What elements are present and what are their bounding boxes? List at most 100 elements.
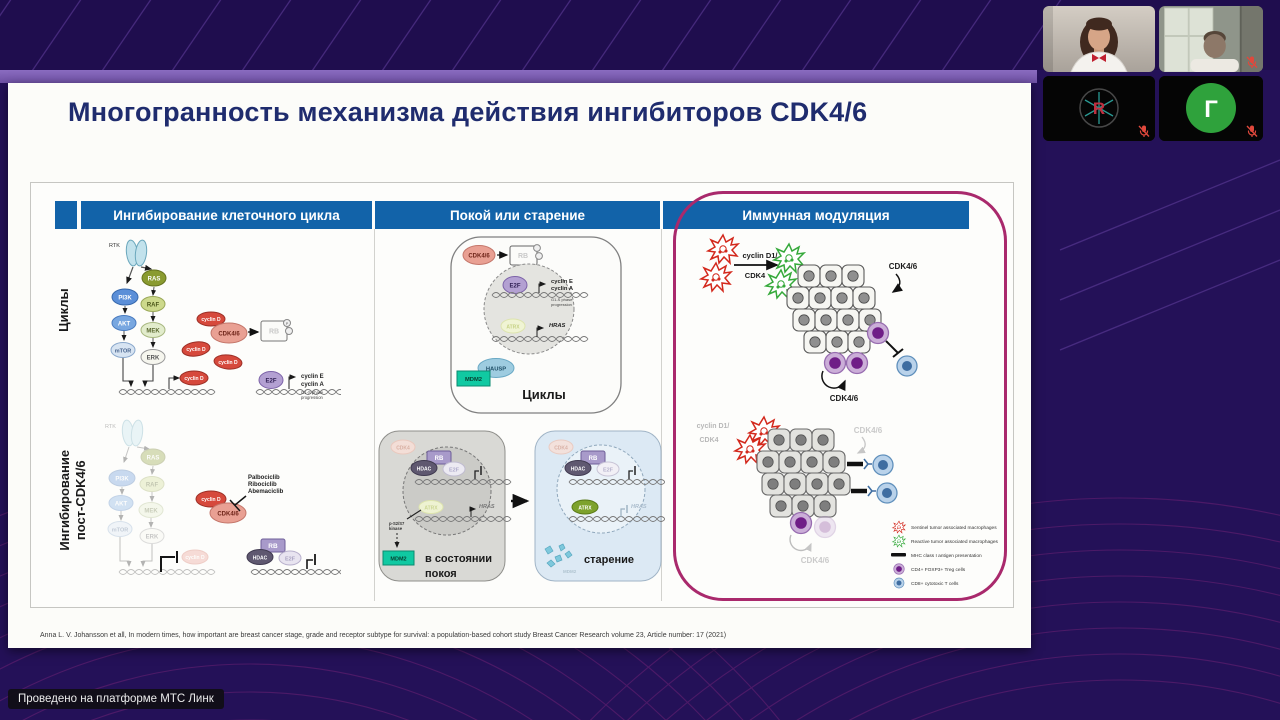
participant-tile-2[interactable] bbox=[1159, 6, 1263, 72]
rb-hdac-e2f-complex: RB HDAC E2F bbox=[246, 538, 302, 566]
cdk46-label-bottom: CDK4/6 bbox=[830, 394, 859, 403]
svg-text:AKT: AKT bbox=[118, 322, 131, 328]
svg-text:RTK: RTK bbox=[105, 424, 116, 430]
mdm2-fragments bbox=[544, 543, 573, 568]
cycles-cell-label: Циклы bbox=[522, 387, 566, 402]
svg-text:CDK4: CDK4 bbox=[554, 446, 568, 452]
svg-text:ERK: ERK bbox=[146, 535, 159, 541]
rtk-label: RTK bbox=[109, 243, 120, 249]
svg-text:HDAC: HDAC bbox=[417, 467, 432, 473]
svg-text:CDK4/6: CDK4/6 bbox=[854, 426, 883, 435]
svg-text:cyclin D: cyclin D bbox=[186, 347, 206, 353]
svg-text:CDK4/6: CDK4/6 bbox=[218, 332, 240, 338]
faded-pathway: RTK PI3K AKT mTOR RAS bbox=[105, 419, 166, 567]
svg-text:cyclin E: cyclin E bbox=[551, 279, 573, 285]
svg-text:CDK4: CDK4 bbox=[396, 446, 410, 452]
column-header-cell-cycle: Ингибирование клеточного цикла bbox=[81, 201, 372, 229]
svg-text:cyclin D: cyclin D bbox=[185, 555, 205, 561]
svg-text:HRAS: HRAS bbox=[549, 323, 566, 329]
participant-tile-4[interactable]: Г bbox=[1159, 76, 1263, 141]
senescence-label: старение bbox=[584, 554, 634, 566]
svg-text:CD8+ cytotoxic T cells: CD8+ cytotoxic T cells bbox=[911, 581, 959, 587]
svg-text:RB: RB bbox=[518, 253, 528, 260]
participant-initial-avatar: Г bbox=[1159, 76, 1263, 141]
svg-text:CDK4: CDK4 bbox=[699, 437, 718, 444]
hdac-node bbox=[410, 460, 438, 476]
quiescent-label: в состоянии bbox=[425, 553, 492, 565]
citation-text: Anna L. V. Johansson et all, In modern t… bbox=[40, 632, 727, 639]
diagram-panel: Ингибирование клеточного цикла Покой или… bbox=[30, 182, 1014, 608]
svg-text:MDM2: MDM2 bbox=[465, 377, 482, 383]
red-macrophage-icon bbox=[700, 262, 732, 292]
mdm2-node: MDM2 bbox=[456, 370, 491, 387]
atrx-node-faded: ATRX bbox=[418, 500, 444, 514]
svg-text:CDK4/6: CDK4/6 bbox=[217, 512, 239, 518]
atrx-node-faded: ATRX bbox=[500, 318, 526, 334]
immune-legend: Sentinel tumor associated macrophages Re… bbox=[891, 520, 999, 589]
participant-video-woman bbox=[1043, 6, 1155, 72]
e2f-node: E2F bbox=[258, 371, 284, 389]
svg-text:Palbociclib: Palbociclib bbox=[248, 475, 280, 481]
svg-text:kinase: kinase bbox=[389, 526, 403, 531]
svg-text:MEK: MEK bbox=[146, 329, 160, 335]
svg-text:G1-S phase: G1-S phase bbox=[301, 390, 324, 395]
svg-text:MHC class I antigen presentati: MHC class I antigen presentation bbox=[911, 553, 982, 559]
red-macrophage-icon bbox=[707, 234, 739, 264]
avatar-circle bbox=[1186, 83, 1236, 133]
mek-node: MEK bbox=[140, 322, 166, 338]
nucleus bbox=[483, 263, 575, 355]
row-label-post-cdk46: Ингибирование пост-CDK4/6 bbox=[56, 449, 88, 551]
row-label-cycles: Циклы bbox=[55, 288, 71, 332]
svg-text:HRAS: HRAS bbox=[631, 504, 647, 510]
svg-text:CDK4/6: CDK4/6 bbox=[801, 556, 830, 565]
tumor-cell-grid bbox=[786, 264, 882, 354]
kinase-note: p-S2/S7 bbox=[389, 521, 405, 526]
participant-tile-3[interactable]: R bbox=[1043, 76, 1155, 141]
svg-text:mTOR: mTOR bbox=[112, 528, 128, 534]
akt-node: AKT bbox=[111, 315, 137, 331]
tumor-cell-grid-gray bbox=[756, 428, 851, 518]
svg-text:MEK: MEK bbox=[144, 509, 158, 515]
svg-text:E2F: E2F bbox=[265, 379, 276, 385]
cdk46-inhibited: CDK4/6 bbox=[209, 502, 247, 524]
rtk-receptor-icon bbox=[125, 239, 148, 267]
svg-text:progression: progression bbox=[551, 302, 572, 307]
platform-badge: Проведено на платформе МТС Линк bbox=[8, 689, 224, 709]
presentation-slide: Многогранность механизма действия ингиби… bbox=[8, 83, 1031, 648]
cyclin-d-inhibited: cyclin D bbox=[195, 490, 227, 508]
mdm2-degraded-label: MDM2 bbox=[563, 569, 577, 574]
pi3k-node: PI3K bbox=[111, 288, 139, 306]
treg-cell bbox=[845, 351, 869, 375]
e2f-node: E2F bbox=[502, 276, 528, 294]
cdk46-drug-labels: Palbociclib Ribociclib Abemaciclib bbox=[248, 475, 284, 495]
rb-node: RB P bbox=[260, 319, 293, 342]
ras-node: RAS bbox=[141, 269, 167, 287]
slide-title: Многогранность механизма действия ингиби… bbox=[68, 97, 868, 127]
svg-text:ERK: ERK bbox=[147, 356, 160, 362]
pathway-diagram-inhibited: RTK PI3K AKT mTOR RAS bbox=[105, 419, 341, 575]
svg-text:cyclin E: cyclin E bbox=[301, 374, 324, 380]
svg-text:HAUSP: HAUSP bbox=[486, 367, 506, 373]
mic-muted-icon bbox=[1245, 124, 1259, 138]
svg-text:E2F: E2F bbox=[449, 468, 460, 474]
treg-cell bbox=[866, 321, 890, 345]
svg-text:cyclin D: cyclin D bbox=[218, 360, 238, 366]
mic-muted-icon bbox=[1245, 55, 1259, 69]
svg-text:cyclin D: cyclin D bbox=[201, 317, 221, 323]
svg-text:HRAS: HRAS bbox=[479, 504, 495, 510]
cdk46-label-top: CDK4/6 bbox=[889, 262, 918, 271]
white-shirt bbox=[1190, 59, 1239, 72]
svg-text:mTOR: mTOR bbox=[115, 349, 131, 355]
raf-node: RAF bbox=[140, 296, 166, 312]
svg-text:RB: RB bbox=[269, 329, 279, 336]
cycling-cell-diagram: CDK4/6 RB E2F cyclin E cyclin A bbox=[450, 236, 622, 414]
svg-text:RB: RB bbox=[268, 543, 278, 550]
svg-text:Abemaciclib: Abemaciclib bbox=[248, 489, 284, 495]
cdk46-node: CDK4/6 bbox=[210, 322, 248, 344]
svg-text:RAS: RAS bbox=[147, 456, 160, 462]
column-header-quiescence: Покой или старение bbox=[375, 201, 660, 229]
red-bow bbox=[1092, 54, 1106, 62]
participant-tile-1[interactable] bbox=[1043, 6, 1155, 72]
svg-text:MDM2: MDM2 bbox=[390, 557, 406, 563]
column-header-immune: Иммунная модуляция bbox=[663, 201, 969, 229]
